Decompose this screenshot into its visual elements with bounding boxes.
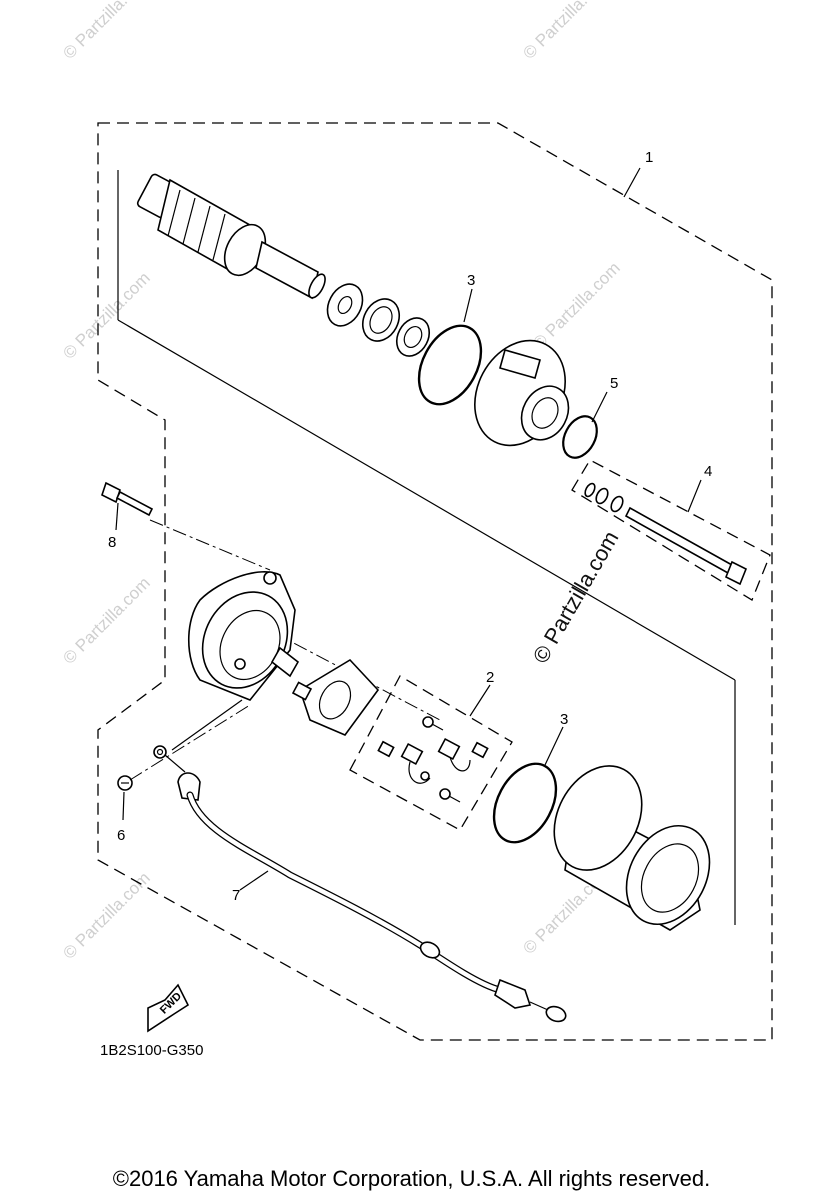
armature <box>136 173 326 300</box>
yoke <box>553 765 711 931</box>
spring <box>471 741 489 759</box>
watermark-center: © Partzilla.com <box>528 527 624 668</box>
callout-5: 5 <box>610 375 618 392</box>
center-line <box>129 704 251 781</box>
washer <box>326 283 364 327</box>
callout-3-top: 3 <box>467 272 475 289</box>
screw <box>439 788 461 803</box>
brush-kit-outline <box>349 675 513 831</box>
brush-holder <box>291 658 380 736</box>
brush <box>437 737 461 761</box>
bolt-washer <box>595 487 609 505</box>
fwd-arrow: FWD <box>147 983 190 1033</box>
bolt-washer <box>610 495 624 513</box>
o-ring-top <box>417 324 483 406</box>
callout-6: 6 <box>117 827 125 844</box>
watermark-faint: © Partzilla.com <box>59 573 153 667</box>
watermark-faint-group: © Partzilla.com © Partzilla.com © Partzi… <box>59 0 623 963</box>
spring <box>377 740 395 758</box>
callout-7: 7 <box>232 887 240 904</box>
brush-lead <box>449 756 471 772</box>
o-ring-small <box>562 415 598 459</box>
o-ring-lower <box>492 762 558 844</box>
callout-3-lower: 3 <box>560 711 568 728</box>
brush-lead <box>408 761 431 784</box>
bolt-8 <box>101 481 154 517</box>
nut <box>420 771 430 781</box>
center-line <box>149 519 271 571</box>
front-cover <box>474 339 570 447</box>
starter-lead <box>153 745 567 1023</box>
through-bolt <box>624 506 734 575</box>
rear-cover <box>187 571 300 701</box>
bolt-kit-outline <box>571 459 771 601</box>
axis-line <box>117 319 736 681</box>
callout-8: 8 <box>108 534 116 551</box>
callout-2: 2 <box>486 669 494 686</box>
assembly-outline <box>97 122 773 1041</box>
watermark-faint: © Partzilla.com <box>59 268 153 362</box>
watermark-faint: © Partzilla.com <box>529 258 623 352</box>
bolt-washer <box>584 482 596 498</box>
diagram-code: 1B2S100-G350 <box>100 1042 203 1059</box>
watermark-faint: © Partzilla.com <box>59 0 153 63</box>
copyright-notice: ©2016 Yamaha Motor Corporation, U.S.A. A… <box>112 1166 711 1191</box>
watermark-faint: © Partzilla.com <box>519 0 613 63</box>
callout-1: 1 <box>645 149 653 166</box>
needle-bearing <box>395 317 431 357</box>
screw <box>422 716 444 731</box>
callout-4: 4 <box>704 463 712 480</box>
screw-6 <box>117 775 133 791</box>
brush <box>400 742 424 766</box>
